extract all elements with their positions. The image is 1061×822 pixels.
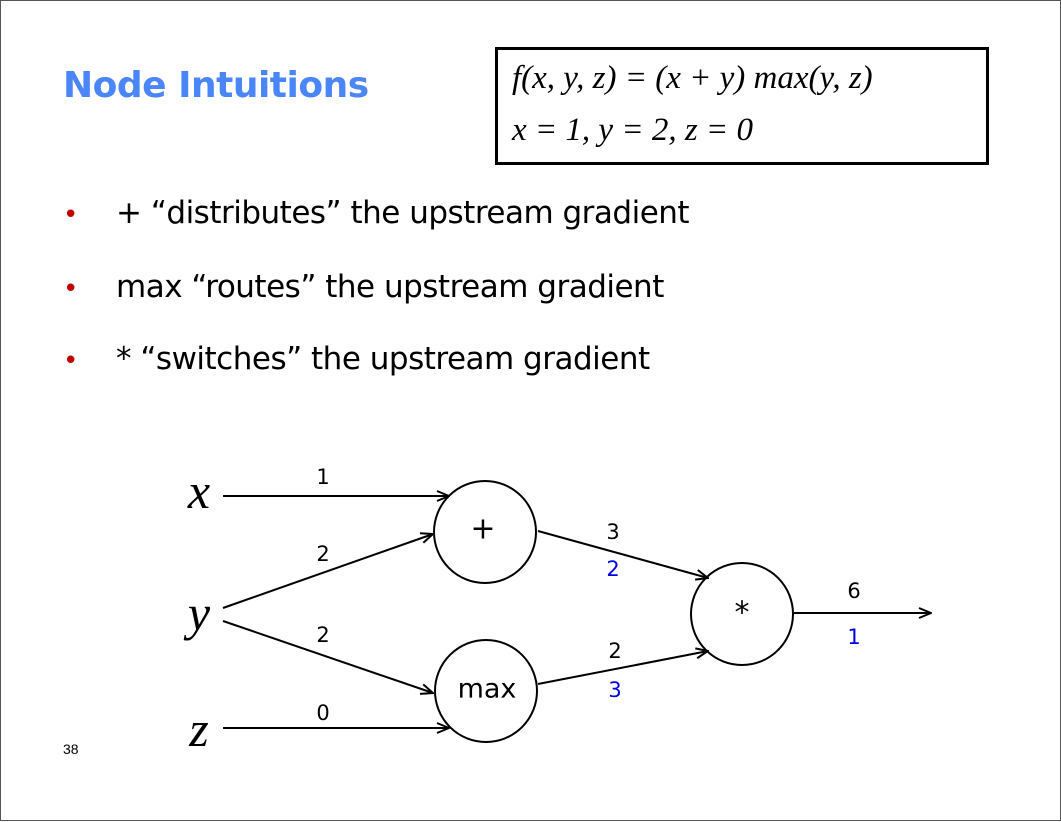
input-z: z (189, 701, 209, 757)
bullet-text: + “distributes” the upstream gradient (116, 195, 690, 231)
mul-node-label: * (734, 595, 750, 631)
input-y: y (187, 585, 211, 641)
edge-max-mul (537, 651, 708, 685)
add-node (433, 480, 537, 584)
forward-value: 6 (847, 579, 861, 603)
equation-values: x = 1, y = 2, z = 0 (512, 112, 753, 148)
max-node (434, 639, 538, 743)
forward-value: 1 (316, 465, 330, 489)
bullet-item: • max “routes” the upstream gradient (63, 269, 664, 305)
bullet-text: * “switches” the upstream gradient (116, 341, 650, 377)
bullet-marker: • (63, 274, 78, 304)
bullet-marker: • (63, 346, 78, 376)
equation-function: f(x, y, z) = (x + y) max(y, z) (512, 60, 873, 96)
page-number: 38 (63, 741, 79, 757)
gradient-value: 2 (606, 557, 620, 581)
forward-value: 2 (608, 639, 622, 663)
forward-value: 2 (316, 623, 330, 647)
edge-y-max (222, 620, 433, 693)
edge-add-mul (537, 530, 708, 578)
equation-box: f(x, y, z) = (x + y) max(y, z) x = 1, y … (495, 47, 989, 165)
gradient-value: 1 (847, 625, 861, 649)
forward-value: 0 (316, 701, 330, 725)
forward-value: 2 (316, 542, 330, 566)
mul-node (690, 562, 794, 666)
bullet-text: max “routes” the upstream gradient (116, 269, 664, 305)
max-node-label: max (457, 673, 517, 705)
input-x: x (187, 463, 211, 519)
forward-value: 3 (606, 520, 620, 544)
bullet-marker: • (63, 200, 78, 230)
bullet-item: • * “switches” the upstream gradient (63, 341, 650, 377)
edge-y-add (222, 534, 433, 609)
slide-title: Node Intuitions (63, 65, 369, 106)
bullet-item: • + “distributes” the upstream gradient (63, 195, 690, 231)
gradient-value: 3 (608, 678, 622, 702)
add-node-label: + (470, 511, 496, 547)
